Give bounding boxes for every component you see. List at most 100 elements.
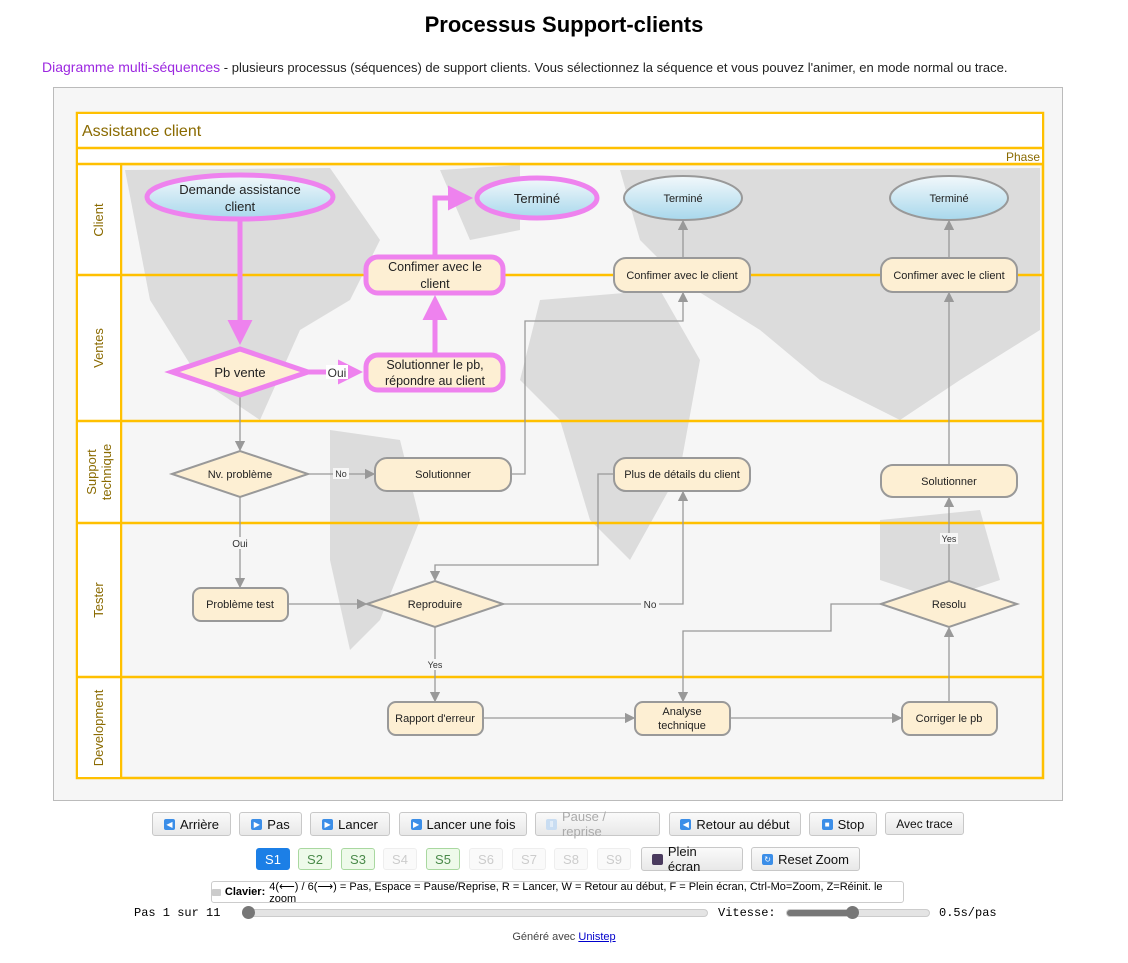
lane-development: Development: [91, 689, 106, 766]
lane-client: Client: [91, 203, 106, 237]
button-label: Pas: [267, 816, 290, 832]
lane-ventes: Ventes: [91, 328, 106, 368]
stop-button[interactable]: ■ Stop: [809, 812, 877, 836]
keyboard-text: 4(⟵) / 6(⟶) = Pas, Espace = Pause/Repris…: [269, 880, 883, 905]
sequence-s6-button[interactable]: S6: [469, 848, 503, 870]
node-solutionner-2[interactable]: Solutionner: [880, 464, 1018, 498]
sequence-s3-button[interactable]: S3: [341, 848, 375, 870]
keyboard-icon: [212, 888, 221, 896]
sequence-s5-button[interactable]: S5: [426, 848, 460, 870]
intro: Diagramme multi-séquences - plusieurs pr…: [42, 59, 1007, 75]
node-label: Nv. problème: [208, 469, 273, 481]
world-map-background: [125, 165, 1040, 650]
button-label: Retour au début: [696, 816, 790, 832]
fast-forward-icon: ▶: [251, 818, 263, 830]
node-termine-2[interactable]: Terminé: [623, 175, 743, 221]
edge-label-no: No: [335, 469, 347, 479]
node-termine-1[interactable]: Terminé: [474, 175, 600, 221]
lancer-button[interactable]: ▶Lancer: [310, 812, 390, 836]
stop-icon: ■: [821, 818, 833, 830]
node-solutionner-1[interactable]: Solutionner: [374, 457, 512, 492]
pause-reprise-button[interactable]: ‖Pause / reprise: [535, 809, 660, 839]
node-label: client: [225, 199, 256, 214]
node-termine-3[interactable]: Terminé: [889, 175, 1009, 221]
sequence-s8-button[interactable]: S8: [554, 848, 588, 870]
step-counter: Pas 1 sur 11: [134, 906, 221, 920]
node-pb-vente[interactable]: Pb vente: [164, 346, 316, 398]
node-label: Pb vente: [214, 365, 265, 380]
node-label: Confimer avec le client: [626, 270, 737, 282]
edge-label-oui: Oui: [232, 539, 248, 550]
lane-support-2: technique: [99, 444, 114, 500]
rewind-start-icon: ◀: [680, 818, 692, 830]
sequence-s4-button[interactable]: S4: [383, 848, 417, 870]
avec-trace-button[interactable]: Avec trace: [885, 812, 964, 835]
intro-accent: Diagramme multi-séquences: [42, 59, 221, 75]
edge-label-oui: Oui: [328, 366, 347, 380]
node-label: Solutionner: [921, 476, 977, 488]
plein-ecran-button[interactable]: Plein écran: [641, 844, 743, 874]
speed-label: Vitesse:: [718, 906, 776, 920]
step-slider-thumb[interactable]: [242, 906, 255, 919]
pool-title: Assistance client: [82, 123, 202, 140]
play-icon: ▶: [322, 818, 334, 830]
button-label: Stop: [837, 816, 865, 832]
pas-button[interactable]: ▶ Pas: [239, 812, 302, 836]
lane-tester: Tester: [91, 582, 106, 618]
node-confirmer-2[interactable]: Confimer avec le client: [613, 257, 751, 293]
node-label: Terminé: [663, 193, 702, 205]
speed-slider-thumb[interactable]: [845, 906, 859, 919]
retour-debut-button[interactable]: ◀ Retour au début: [669, 812, 801, 836]
node-label: Demande assistance: [179, 182, 300, 197]
lane-support: Support: [84, 449, 99, 495]
node-label: client: [420, 277, 450, 291]
step-slider[interactable]: [242, 909, 708, 917]
edge-label-no: No: [644, 600, 657, 611]
node-plus-details[interactable]: Plus de détails du client: [613, 457, 751, 492]
arriere-button[interactable]: ◀ Arrière: [152, 812, 231, 836]
node-confirmer-1[interactable]: Confimer avec le client: [363, 254, 506, 296]
node-probleme-test[interactable]: Problème test: [192, 587, 289, 622]
intro-text: - plusieurs processus (séquences) de sup…: [220, 60, 1008, 75]
footer-text: Généré avec: [512, 931, 579, 943]
node-solutionner-pb[interactable]: Solutionner le pb, répondre au client: [363, 352, 506, 393]
node-label: Reproduire: [408, 599, 462, 611]
lancer-une-fois-button[interactable]: ▶Lancer une fois: [399, 812, 527, 836]
node-label: Corriger le pb: [916, 713, 983, 725]
node-nv-probleme[interactable]: Nv. problème: [168, 449, 312, 499]
node-label: répondre au client: [385, 374, 486, 388]
play-once-icon: ▶: [410, 818, 422, 830]
reset-zoom-button[interactable]: ↻Reset Zoom: [751, 847, 860, 871]
node-label: Terminé: [929, 193, 968, 205]
node-label: Confimer avec le client: [893, 270, 1004, 282]
node-confirmer-3[interactable]: Confimer avec le client: [880, 257, 1018, 293]
button-label: Arrière: [179, 816, 219, 832]
node-rapport-erreur[interactable]: Rapport d'erreur: [387, 701, 484, 736]
node-label: Plus de détails du client: [624, 469, 740, 481]
sequence-s2-button[interactable]: S2: [298, 848, 332, 870]
node-label: Problème test: [206, 599, 274, 611]
edge-label-yes: Yes: [942, 534, 957, 544]
node-label: Confimer avec le: [388, 260, 482, 274]
pause-icon: ‖: [546, 818, 557, 830]
edge-label-yes: Yes: [428, 660, 443, 670]
unistep-link[interactable]: Unistep: [578, 931, 616, 943]
speed-value: 0.5s/pas: [939, 906, 997, 920]
node-corriger-pb[interactable]: Corriger le pb: [901, 701, 998, 736]
sequence-s7-button[interactable]: S7: [512, 848, 546, 870]
button-label: Reset Zoom: [778, 851, 849, 867]
sequence-s1-button[interactable]: S1: [256, 848, 290, 870]
node-label: Solutionner: [415, 469, 471, 481]
footer: Généré avec Unistep: [0, 931, 1128, 943]
node-label: Solutionner le pb,: [386, 358, 483, 372]
rewind-icon: ◀: [163, 818, 175, 830]
sequence-s9-button[interactable]: S9: [597, 848, 631, 870]
fullscreen-icon: [652, 853, 663, 865]
node-reproduire[interactable]: Reproduire: [363, 579, 507, 629]
button-label: Avec trace: [896, 816, 953, 831]
node-demande-assistance[interactable]: Demande assistance client: [144, 172, 336, 222]
node-resolu[interactable]: Resolu: [877, 579, 1021, 629]
node-label: Terminé: [514, 191, 560, 206]
